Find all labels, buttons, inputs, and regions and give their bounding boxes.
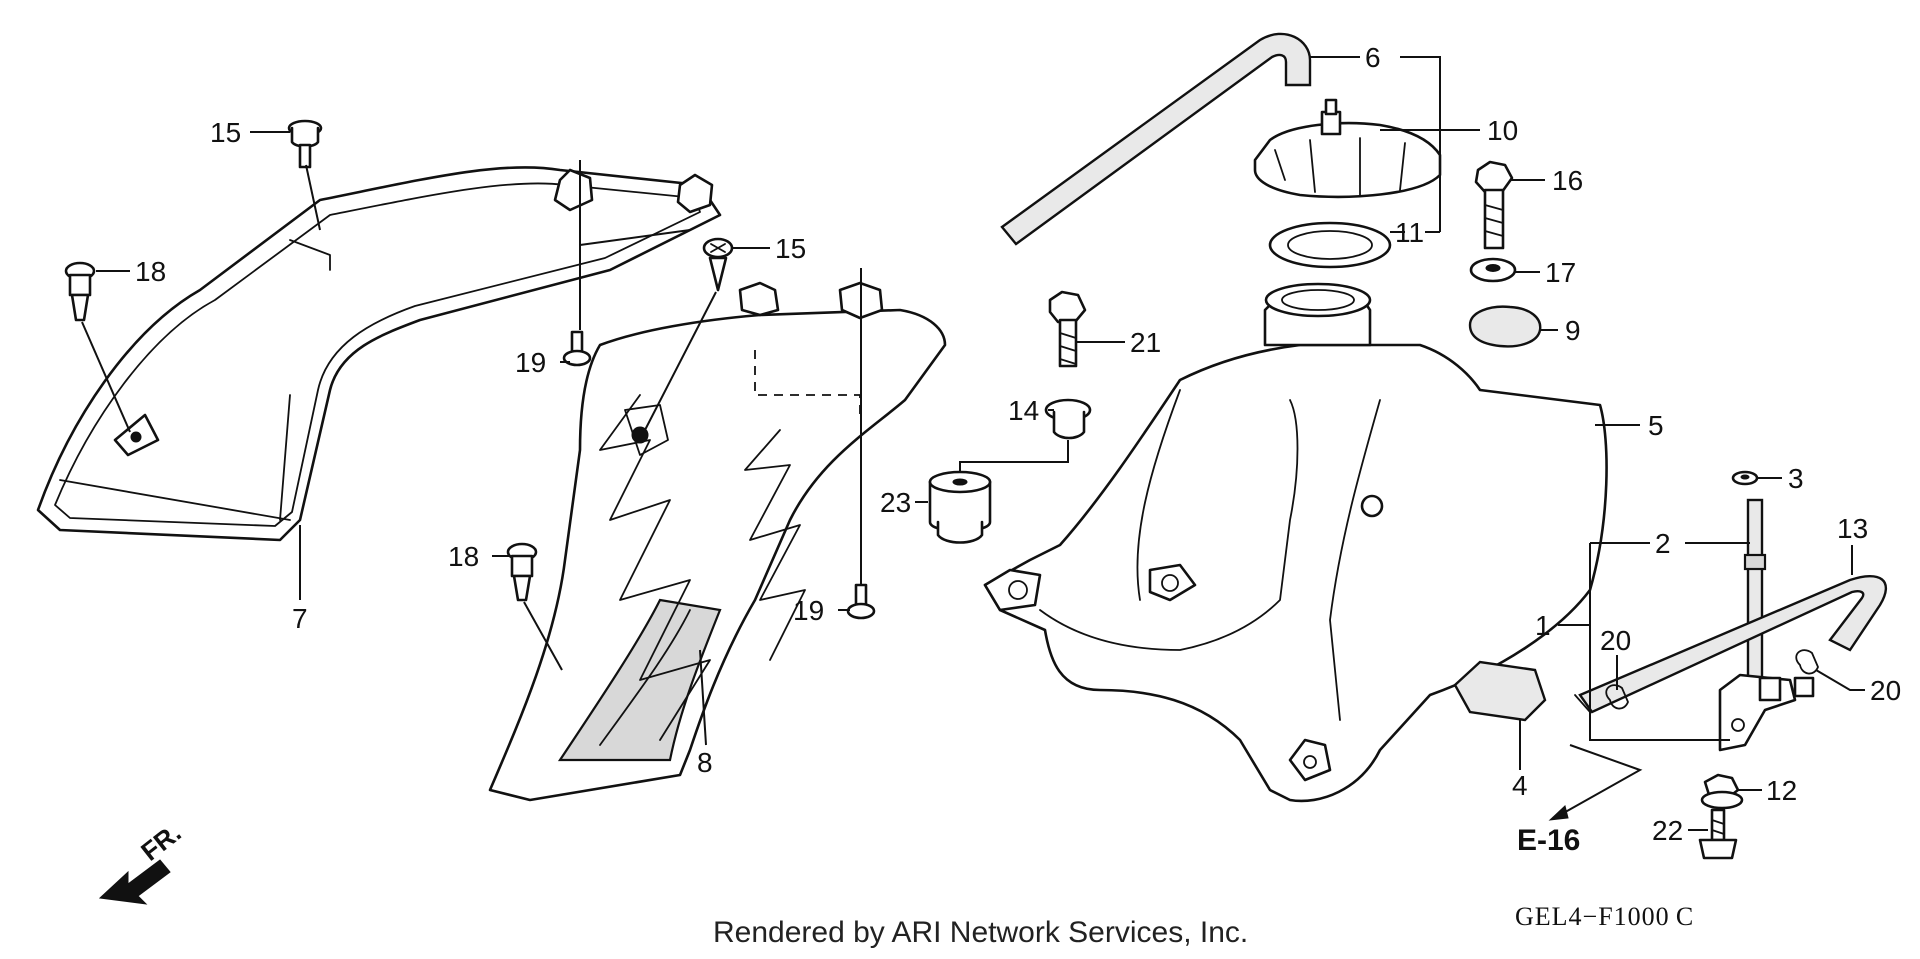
cap-gasket-part bbox=[1268, 221, 1392, 269]
callout-23: 23 bbox=[880, 487, 911, 518]
leader-lines bbox=[81, 56, 1865, 831]
fuel-tank-part bbox=[983, 282, 1608, 803]
frame-cover-part bbox=[36, 166, 722, 542]
screw-15b-part bbox=[702, 237, 734, 292]
callout-15b: 15 bbox=[775, 233, 806, 264]
callout-22: 22 bbox=[1652, 815, 1683, 846]
callout-2: 2 bbox=[1655, 528, 1671, 559]
callout-8: 8 bbox=[697, 747, 713, 778]
fuel-hose-part bbox=[1578, 575, 1887, 714]
callout-16: 16 bbox=[1552, 165, 1583, 196]
callout-18a: 18 bbox=[135, 256, 166, 287]
screw-19b-part bbox=[846, 583, 876, 620]
bolt-21-part bbox=[1048, 290, 1087, 368]
bolt-16-part bbox=[1474, 160, 1514, 250]
callout-19b: 19 bbox=[793, 595, 824, 626]
callout-1: 1 bbox=[1535, 610, 1551, 641]
cap-3-part bbox=[1731, 470, 1759, 486]
callout-5: 5 bbox=[1648, 410, 1664, 441]
callout-11: 11 bbox=[1395, 217, 1424, 248]
callout-3: 3 bbox=[1788, 463, 1804, 494]
collar-14-part bbox=[1044, 398, 1092, 440]
clip-18b-part bbox=[506, 542, 538, 602]
callout-7: 7 bbox=[292, 603, 308, 634]
front-direction-arrow-icon bbox=[98, 859, 171, 905]
callout-4: 4 bbox=[1512, 770, 1528, 801]
breather-tube-part bbox=[1000, 32, 1312, 246]
callout-10: 10 bbox=[1487, 115, 1518, 146]
fuel-cap-part bbox=[1253, 98, 1442, 199]
reference-label-e16: E-16 bbox=[1517, 824, 1580, 857]
callout-6: 6 bbox=[1365, 42, 1381, 73]
washer-12-part bbox=[1700, 773, 1744, 810]
callout-labels: 6 10 11 16 17 9 5 3 2 13 1 20 20 4 12 22… bbox=[135, 42, 1901, 846]
callout-18b: 18 bbox=[448, 541, 479, 572]
screw-19a-part bbox=[562, 330, 592, 367]
washer-17-part bbox=[1469, 257, 1517, 283]
callout-15a: 15 bbox=[210, 117, 241, 148]
callout-19a: 19 bbox=[515, 347, 546, 378]
block-4-part bbox=[1453, 660, 1547, 722]
callout-9: 9 bbox=[1565, 315, 1581, 346]
side-cover-part bbox=[488, 281, 947, 802]
callout-12: 12 bbox=[1766, 775, 1797, 806]
diagram-code: GEL4−F1000 C bbox=[1515, 902, 1694, 931]
hose-end-line bbox=[1574, 694, 1591, 713]
screw-15a-part bbox=[287, 119, 323, 169]
render-credit: Rendered by ARI Network Services, Inc. bbox=[713, 916, 1248, 949]
clip-20a-part bbox=[1605, 684, 1629, 710]
clip-18a-part bbox=[64, 261, 96, 322]
callout-14: 14 bbox=[1008, 395, 1039, 426]
callout-13: 13 bbox=[1837, 513, 1868, 544]
screw-22-part bbox=[1698, 808, 1738, 860]
callout-20b: 20 bbox=[1870, 675, 1901, 706]
rubber-9-part bbox=[1468, 305, 1542, 348]
callout-20a: 20 bbox=[1600, 625, 1631, 656]
cushion-23-part bbox=[928, 470, 992, 544]
callout-17: 17 bbox=[1545, 257, 1576, 288]
front-direction-label: FR. bbox=[135, 817, 186, 866]
clip-20b-part bbox=[1795, 649, 1819, 675]
callout-21: 21 bbox=[1130, 327, 1161, 358]
